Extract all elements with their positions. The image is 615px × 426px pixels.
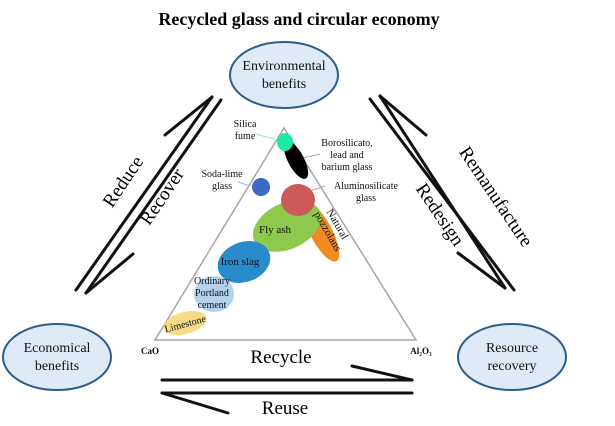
remanufacture-arrow-line xyxy=(368,97,516,292)
borosilicate-label: Borosilicato, xyxy=(321,138,372,149)
node-ellipse xyxy=(229,41,339,109)
redesign-arrowhead xyxy=(378,94,428,137)
node-label-line: benefits xyxy=(262,77,306,92)
node-label-line: Resource xyxy=(486,341,538,356)
iron-slag-label: Iron slag xyxy=(221,256,260,268)
opc-label: Portland xyxy=(195,288,229,299)
soda-lime-leader xyxy=(237,181,251,187)
silica-fume-label: fume xyxy=(235,131,256,142)
aluminosilicate-leader xyxy=(309,185,326,192)
recover-arrowhead xyxy=(84,252,135,295)
opc-label: Ordinary xyxy=(194,276,230,287)
aluminosilicate-region xyxy=(281,184,315,216)
reduce-label: Reduce xyxy=(99,152,148,211)
silica-fume-leader xyxy=(254,133,276,140)
recover-label: Recover xyxy=(136,164,189,229)
soda-lime-label: glass xyxy=(212,181,232,192)
node-economical-benefits: Economical benefits xyxy=(2,323,112,391)
left-arrows xyxy=(74,95,223,295)
soda-lime-label: Soda-lime xyxy=(201,169,243,180)
redesign-arrow-line-partial xyxy=(378,94,507,290)
aluminosilicate-label: glass xyxy=(356,193,376,204)
diagram-title: Recycled glass and circular economy xyxy=(158,9,439,29)
opc-label: cement xyxy=(198,300,227,311)
bottom-arrows xyxy=(160,364,414,415)
borosilicate-label: lead and xyxy=(330,150,364,161)
node-environmental-benefits: Environmental benefits xyxy=(229,41,339,109)
remanufacture-arrowhead xyxy=(456,251,507,290)
borosilicate-label: barium glass xyxy=(322,162,373,173)
node-label-line: recovery xyxy=(488,359,537,374)
node-resource-recovery: Resource recovery xyxy=(457,323,567,391)
corner-label-al2o3: Al₂O₃ xyxy=(410,346,432,356)
node-ellipse xyxy=(2,323,112,391)
node-label-line: benefits xyxy=(35,359,79,374)
soda-lime-region xyxy=(252,178,270,196)
ternary-diagram: CaO Al₂O₃ Silica fume Borosilicato, lead… xyxy=(141,119,432,356)
node-label-line: Environmental xyxy=(242,59,325,74)
reuse-label: Reuse xyxy=(262,398,308,419)
right-arrows xyxy=(368,94,516,292)
node-ellipse xyxy=(457,323,567,391)
recycle-label: Recycle xyxy=(250,347,311,368)
silica-fume-label: Silica xyxy=(234,119,257,130)
reduce-arrow-line xyxy=(74,95,214,292)
borosilicate-leader xyxy=(302,153,321,159)
fly-ash-label: Fly ash xyxy=(259,224,292,236)
iron-slag-region xyxy=(217,241,271,283)
aluminosilicate-label: Aluminosilicate xyxy=(334,181,398,192)
reuse-arrowhead xyxy=(160,391,230,415)
silica-fume-region xyxy=(277,133,293,151)
reduce-arrowhead xyxy=(163,95,214,137)
opc-region xyxy=(194,276,234,312)
limestone-region xyxy=(163,310,207,336)
ternary-triangle xyxy=(153,126,418,341)
node-label-line: Economical xyxy=(24,341,91,356)
borosilicate-region xyxy=(283,141,309,179)
corner-label-cao: CaO xyxy=(141,346,159,356)
recover-arrow-line xyxy=(84,98,223,295)
recycle-arrowhead xyxy=(350,364,414,382)
